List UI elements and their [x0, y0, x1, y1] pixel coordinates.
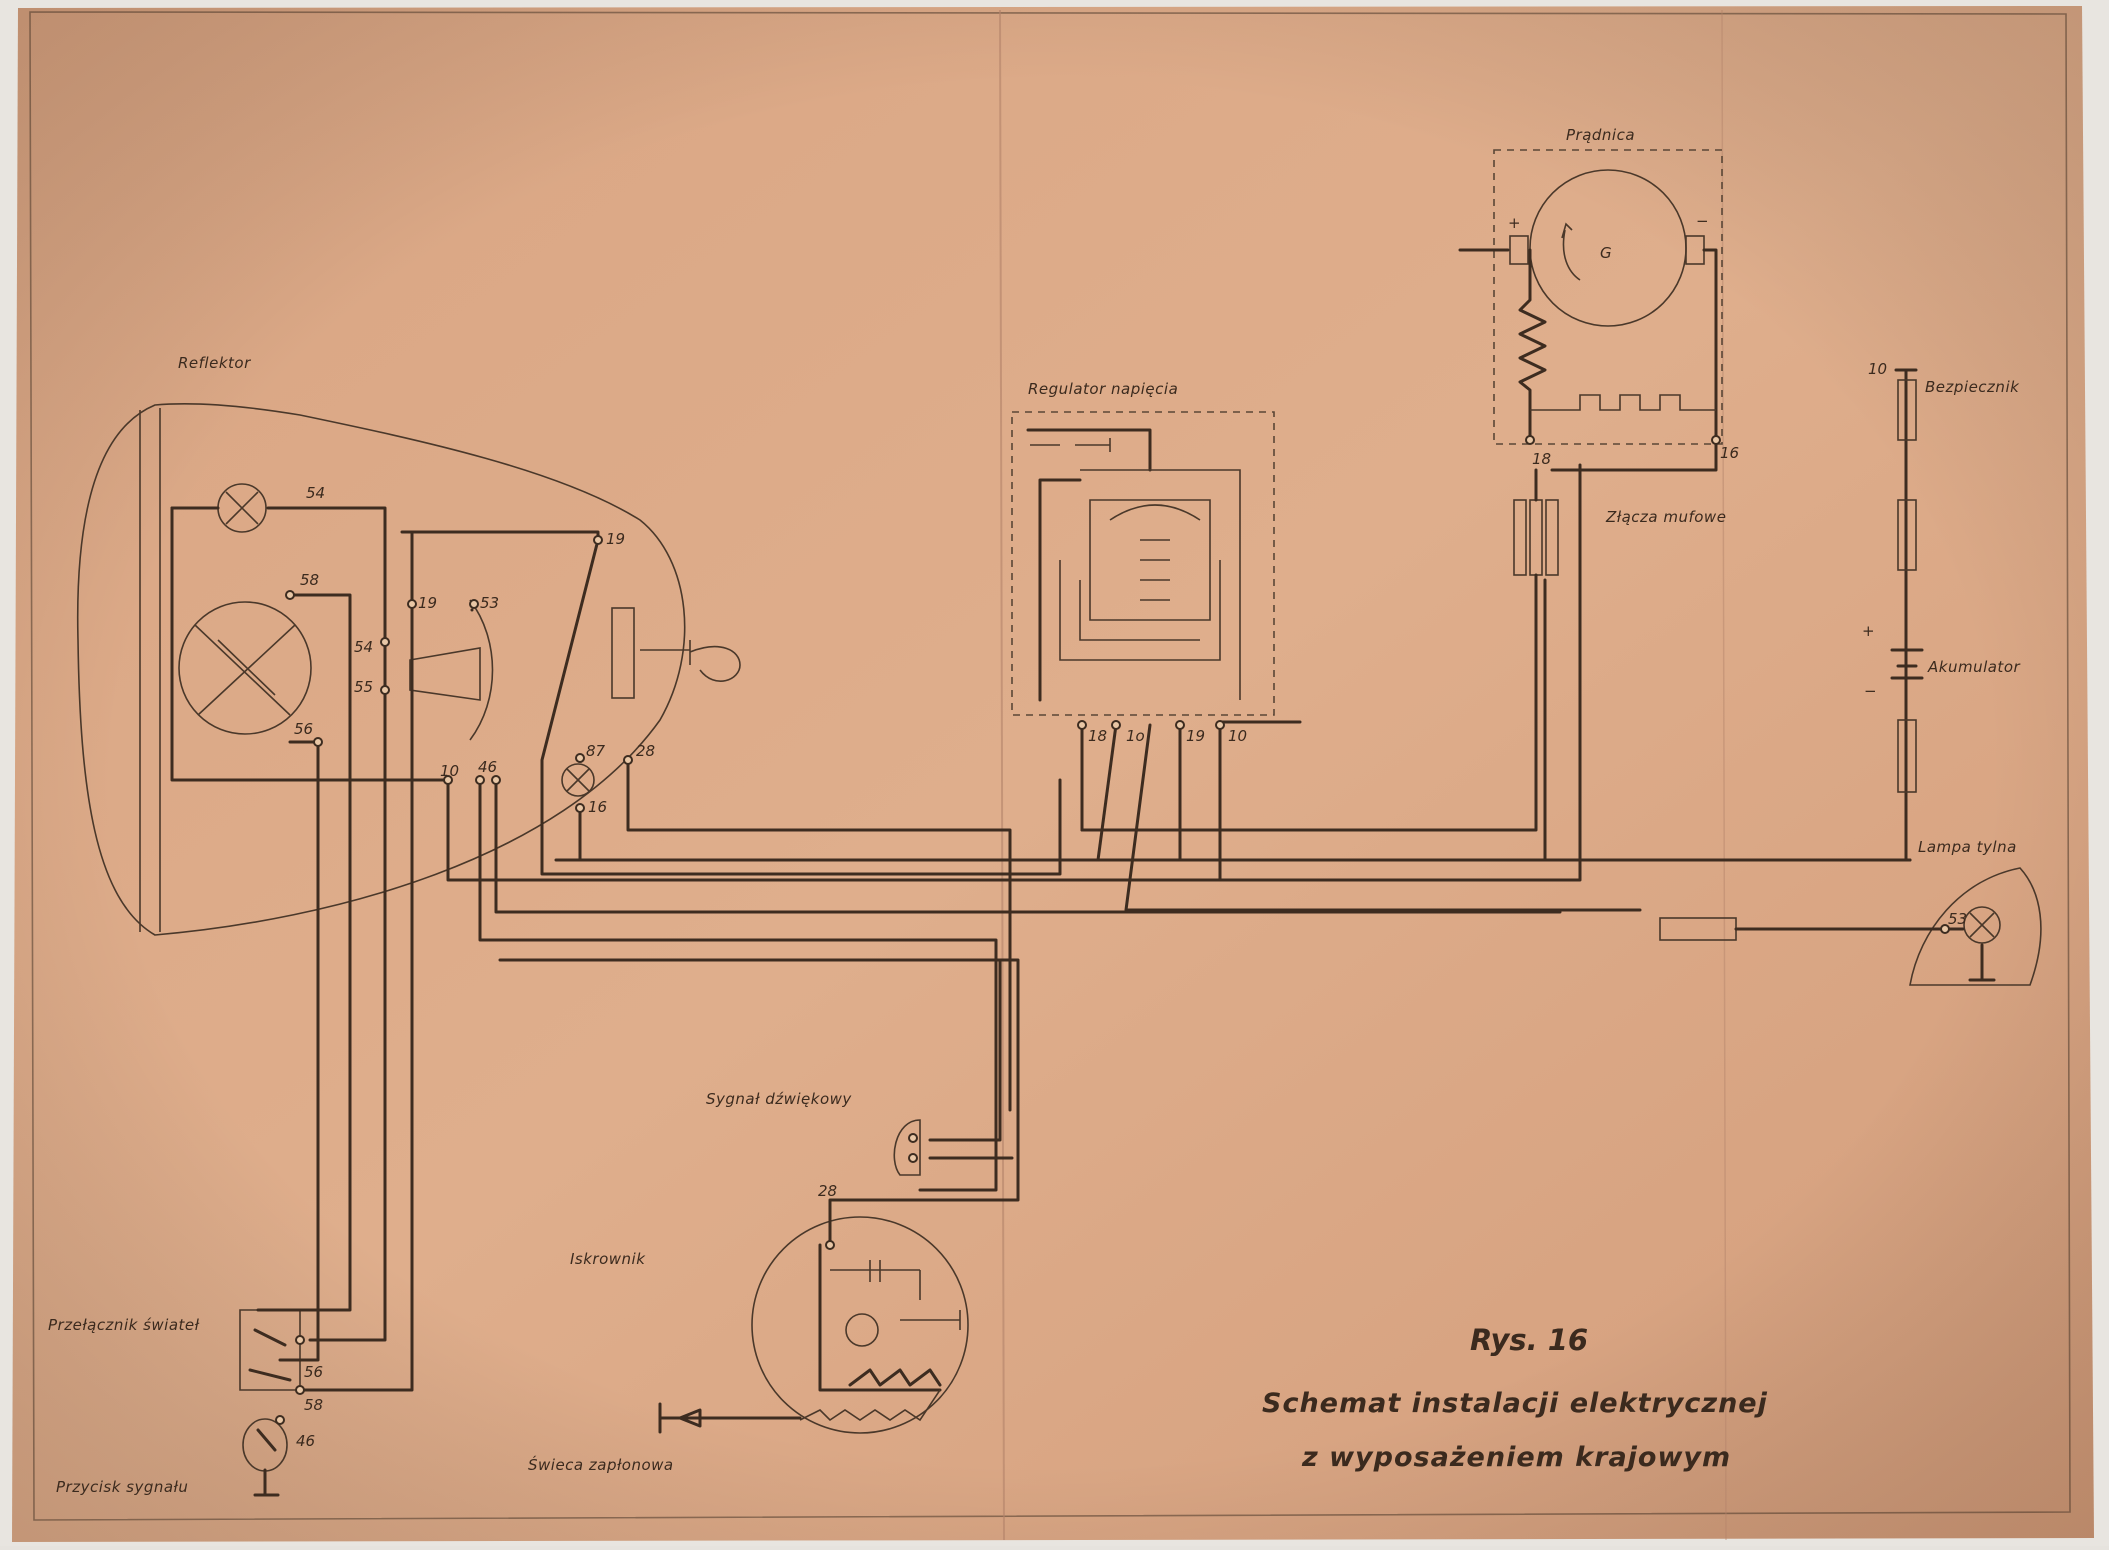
label-tail-lamp: Lampa tylna — [1918, 838, 2017, 856]
voltage-regulator — [1011, 411, 1275, 716]
term-s46: 46 — [296, 1432, 315, 1450]
term-16a: 16 — [588, 798, 607, 816]
tail-lamp — [1909, 867, 2042, 986]
term-58a: 58 — [300, 571, 319, 589]
term-54b: 54 — [354, 638, 373, 656]
battery-minus: − — [1864, 682, 1877, 700]
label-fuse: Bezpiecznik — [1925, 378, 2020, 396]
term-d28: 28 — [818, 1182, 837, 1200]
figure-title-line1: Schemat instalacji elektrycznej — [1262, 1388, 1768, 1419]
term-54a: 54 — [306, 484, 325, 502]
label-generator-symbol: G — [1600, 244, 1612, 262]
term-s58: 58 — [304, 1396, 323, 1414]
generator-minus: − — [1696, 212, 1709, 230]
term-tl53: 53 — [1948, 910, 1967, 928]
label-regulator: Regulator napięcia — [1028, 380, 1178, 398]
spark-plug-lead — [658, 1402, 802, 1434]
terminal-dots — [275, 435, 1950, 1425]
reflector-housing — [76, 403, 686, 936]
ignition-switch — [409, 599, 741, 741]
figure-number: Rys. 16 — [1470, 1323, 1588, 1357]
parking-lamp — [217, 483, 267, 533]
term-g18: 18 — [1532, 450, 1551, 468]
label-light-switch: Przełącznik świateł — [48, 1316, 200, 1334]
term-10a: 10 — [440, 762, 459, 780]
wiring-harness — [170, 438, 1965, 1392]
horn-button — [242, 1418, 288, 1497]
headlamp-bulb — [178, 601, 312, 735]
term-r1o: 1o — [1126, 727, 1145, 745]
term-46a: 46 — [478, 758, 497, 776]
terminal-numbers: 54 58 56 19 53 54 55 19 87 28 16 10 46 1… — [294, 360, 1967, 1450]
term-28a: 28 — [636, 742, 655, 760]
term-87: 87 — [586, 742, 606, 760]
term-s56: 56 — [304, 1363, 323, 1381]
horn — [893, 1119, 921, 1176]
label-reflector: Reflektor — [178, 354, 251, 372]
term-53a: 53 — [480, 594, 499, 612]
term-19a: 19 — [418, 594, 437, 612]
distributor — [751, 1216, 969, 1434]
label-horn: Sygnał dźwiękowy — [706, 1090, 852, 1108]
figure-title-line2: z wyposażeniem krajowym — [1301, 1442, 1731, 1473]
label-distributor: Iskrownik — [570, 1250, 646, 1268]
term-g16: 16 — [1720, 444, 1739, 462]
label-spark-plug: Świeca zapłonowa — [528, 1455, 674, 1474]
term-f10: 10 — [1868, 360, 1887, 378]
term-56a: 56 — [294, 720, 313, 738]
term-r19: 19 — [1186, 727, 1205, 745]
pilot-lamp — [561, 763, 595, 797]
battery-plus: + — [1862, 622, 1875, 640]
label-generator: Prądnica — [1566, 126, 1635, 144]
label-horn-button: Przycisk sygnału — [56, 1478, 188, 1496]
label-battery: Akumulator — [1927, 658, 2020, 676]
term-55: 55 — [354, 678, 373, 696]
term-r18: 18 — [1088, 727, 1107, 745]
label-connectors: Złącza mufowe — [1605, 508, 1726, 526]
term-r10: 10 — [1228, 727, 1247, 745]
term-19b: 19 — [606, 530, 625, 548]
generator — [1458, 149, 1723, 445]
generator-plus: + — [1508, 214, 1521, 232]
